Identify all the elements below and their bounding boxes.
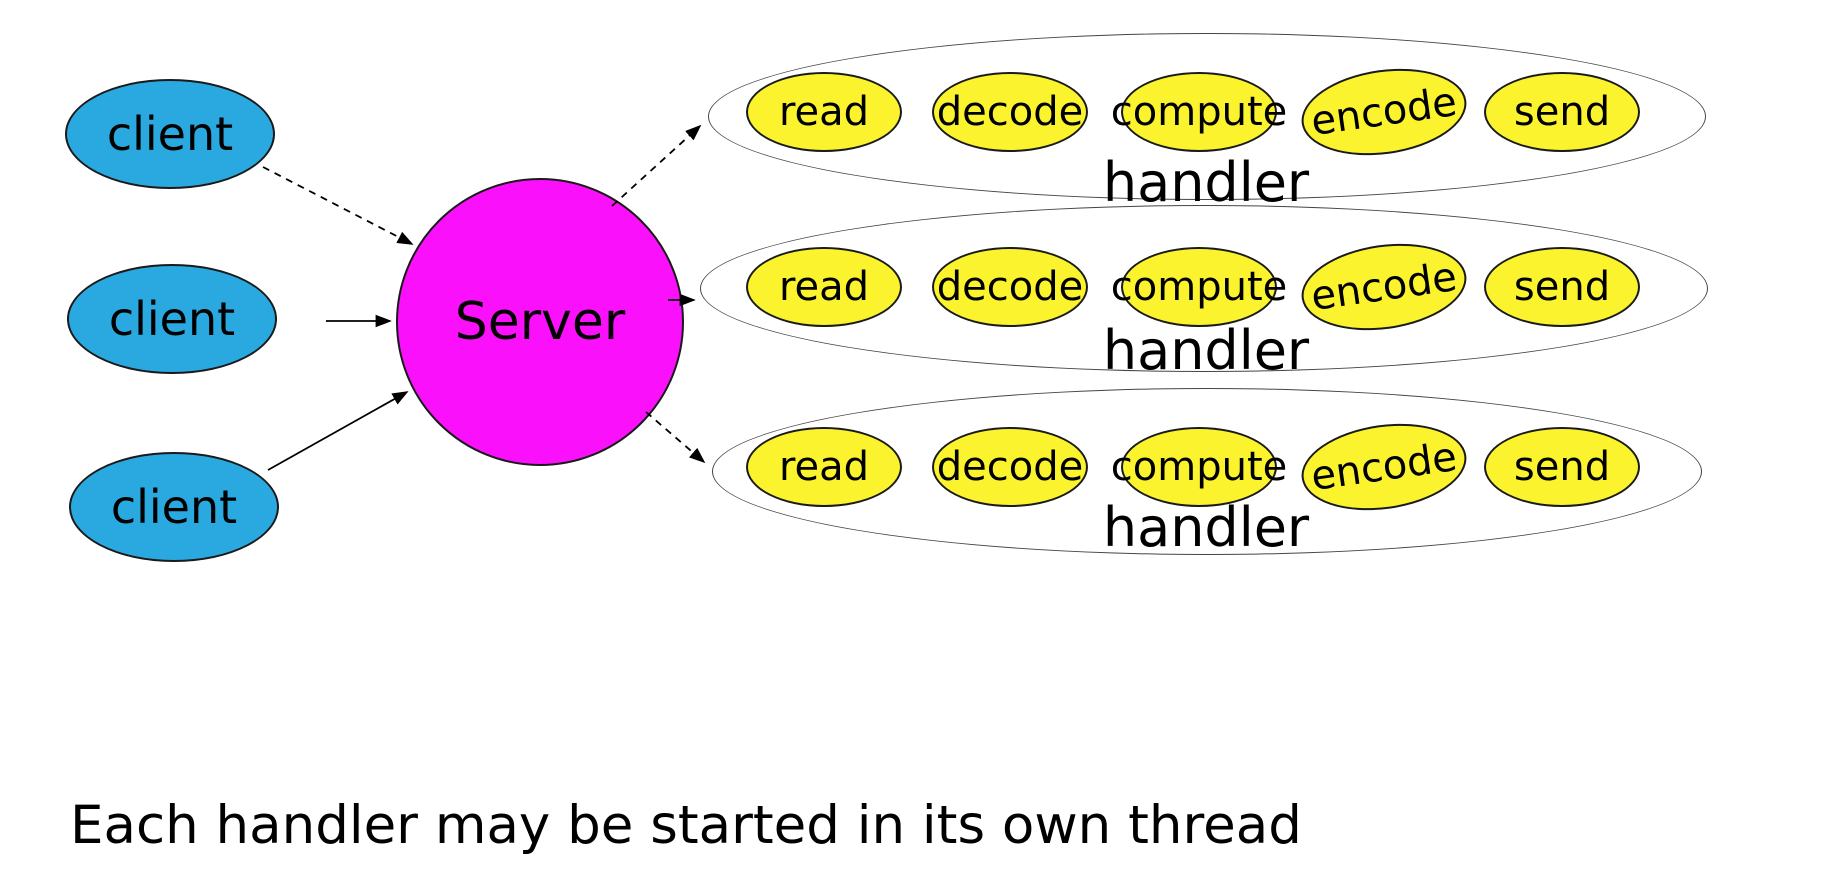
arrow-client3-to-server — [267, 391, 409, 471]
stage-decode-1: decode — [932, 72, 1088, 152]
arrow-server-to-handler1 — [611, 124, 702, 207]
handler-label-2: handler — [1102, 319, 1310, 382]
stage-send-3: send — [1484, 427, 1640, 507]
handler-label-1: handler — [1102, 151, 1310, 214]
server-node: Server — [396, 178, 684, 466]
handler-label-3: handler — [1102, 496, 1310, 559]
arrow-server-to-handler3 — [645, 411, 706, 464]
stage-send-1: send — [1484, 72, 1640, 152]
stage-send-2: send — [1484, 247, 1640, 327]
stage-decode-2: decode — [932, 247, 1088, 327]
caption-text: Each handler may be started in its own t… — [70, 795, 1302, 856]
arrow-client1-to-server — [262, 166, 414, 245]
stage-read-1: read — [746, 72, 902, 152]
client-node-3: client — [69, 452, 279, 562]
stage-read-3: read — [746, 427, 902, 507]
stage-compute-2: compute — [1111, 247, 1287, 327]
client-node-1: client — [65, 79, 275, 189]
client-node-2: client — [67, 264, 277, 374]
stage-compute-1: compute — [1111, 72, 1287, 152]
stage-read-2: read — [746, 247, 902, 327]
stage-compute-3: compute — [1111, 427, 1287, 507]
stage-decode-3: decode — [932, 427, 1088, 507]
